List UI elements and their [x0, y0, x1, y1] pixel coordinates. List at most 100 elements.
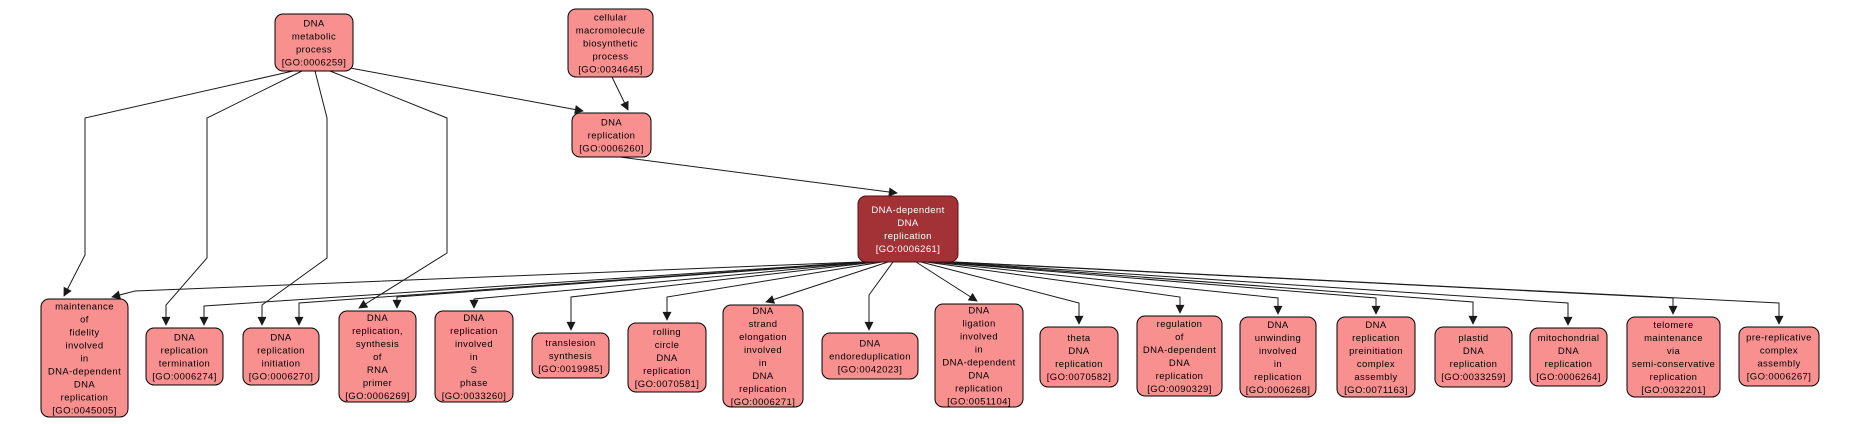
- node-label-line: theta: [1067, 333, 1090, 344]
- node-label-line: [GO:0032201]: [1641, 385, 1705, 396]
- edge-dna-dependent-dna-replication--dna-replication-termination: [199, 261, 864, 326]
- node-label-line: DNA: [656, 353, 678, 364]
- node-box: [1239, 316, 1317, 398]
- node-label-line: replication: [1650, 372, 1698, 383]
- node-label-line: replication: [739, 384, 787, 395]
- node-label-line: DNA-dependent: [942, 358, 1015, 369]
- node-maintenance-of-fidelity[interactable]: maintenanceoffidelityinvolvedinDNA-depen…: [40, 298, 129, 418]
- node-label-line: replication: [1545, 359, 1593, 370]
- node-box: [338, 310, 417, 403]
- node-label-line: DNA: [1365, 320, 1387, 331]
- node-dna-ligation[interactable]: DNAligationinvolvedinDNA-dependentDNArep…: [934, 303, 1024, 408]
- node-label-line: involved: [960, 332, 998, 343]
- node-label-line: replication: [955, 384, 1003, 395]
- node-label-line: biosynthetic: [583, 39, 638, 50]
- node-label-line: [GO:0071163]: [1344, 385, 1408, 396]
- node-label-line: replication: [588, 131, 636, 142]
- node-label-line: DNA-dependent: [48, 367, 121, 378]
- node-dna-unwinding[interactable]: DNAunwindinginvolvedinreplication[GO:000…: [1239, 316, 1317, 398]
- edge-dna-dependent-dna-replication--dna-replication-s-phase: [469, 261, 874, 309]
- edge-dna-metabolic-process--dna-replication: [349, 67, 584, 114]
- node-synthesis-of-rna-primer[interactable]: DNAreplication,synthesisofRNAprimer[GO:0…: [338, 310, 417, 403]
- node-label-line: [GO:0006264]: [1536, 372, 1600, 383]
- edge-dna-dependent-dna-replication--dna-replication-initiation: [294, 261, 867, 326]
- node-telomere-maintenance[interactable]: telomeremaintenanceviasemi-conservativer…: [1626, 316, 1721, 398]
- node-label-line: initiation: [262, 359, 301, 370]
- node-label-line: complex: [1760, 346, 1798, 357]
- node-label-line: [GO:0033260]: [442, 391, 506, 402]
- node-box: [531, 332, 610, 379]
- node-label-line: involved: [1259, 346, 1297, 357]
- edge-cellular-macromolecule-biosynthetic-process--dna-replication: [611, 76, 629, 111]
- node-label-line: primer: [363, 378, 392, 389]
- node-label-line: DNA: [463, 313, 485, 324]
- node-box: [627, 322, 707, 393]
- node-dna-replication-s-phase[interactable]: DNAreplicationinvolvedinSphase[GO:003326…: [434, 310, 514, 403]
- node-label-line: RNA: [367, 365, 389, 376]
- node-label-line: cellular: [594, 13, 627, 24]
- node-label-line: replication: [61, 393, 109, 404]
- edge-dna-metabolic-process--maintenance-of-fidelity: [63, 70, 294, 297]
- edge-dna-dependent-dna-replication--plastid-dna-replication: [940, 261, 1478, 325]
- node-label-line: DNA-dependent: [871, 205, 944, 216]
- node-label-line: strand: [749, 319, 778, 330]
- node-box: [934, 303, 1024, 408]
- node-regulation-of-dna-dependent-dna-replication[interactable]: regulationofDNA-dependentDNAreplication[…: [1136, 315, 1223, 397]
- node-label-line: [GO:0006260]: [579, 144, 643, 155]
- node-label-line: DNA: [968, 371, 990, 382]
- node-label-line: in: [1274, 359, 1282, 370]
- node-label-line: [GO:0033259]: [1441, 372, 1505, 383]
- node-label-line: maintenance: [55, 302, 114, 313]
- node-label-line: preinitiation: [1349, 346, 1403, 357]
- node-label-line: DNA: [1558, 346, 1580, 357]
- node-label-line: translesion: [545, 338, 595, 349]
- node-label-line: replication: [1156, 371, 1204, 382]
- node-pre-replicative-complex-assembly[interactable]: pre-replicativecomplexassembly[GO:000626…: [1738, 326, 1820, 387]
- edge-dna-dependent-dna-replication--maintenance-of-fidelity: [111, 261, 861, 300]
- node-box: [40, 298, 129, 418]
- edge-dna-dependent-dna-replication--pre-replicative-complex-assembly: [954, 261, 1784, 325]
- edge-dna-dependent-dna-replication--mitochondrial-dna-replication: [945, 261, 1573, 326]
- node-label-line: DNA: [601, 118, 623, 129]
- node-label-line: replication,: [352, 326, 403, 337]
- node-label-line: synthesis: [549, 351, 592, 362]
- node-box: [571, 112, 652, 158]
- node-label-line: [GO:0006261]: [876, 244, 940, 255]
- node-label-line: of: [373, 352, 382, 363]
- node-label-line: [GO:0051104]: [947, 397, 1011, 408]
- node-label-line: DNA: [1463, 346, 1485, 357]
- node-box: [1136, 315, 1223, 397]
- node-box: [857, 195, 959, 263]
- edge-dna-dependent-dna-replication--translesion-synthesis: [566, 261, 878, 331]
- node-label-line: metabolic: [292, 32, 336, 43]
- node-label-line: replication: [643, 366, 691, 377]
- node-dna-replication[interactable]: DNA replication [GO:0006260]: [571, 112, 652, 158]
- node-label-line: [GO:0006271]: [731, 397, 795, 408]
- node-label-line: [GO:0090329]: [1147, 384, 1211, 395]
- edge-dna-dependent-dna-replication--regulation-of-dna-dependent-dna-replication: [925, 261, 1185, 314]
- node-label-line: involved: [65, 341, 103, 352]
- node-preinitiation-complex-assembly[interactable]: DNAreplicationpreinitiationcomplexassemb…: [1336, 316, 1416, 398]
- node-label-line: involved: [455, 339, 493, 350]
- edge-dna-metabolic-process--synthesis-of-rna-primer: [329, 70, 448, 309]
- node-box: [274, 13, 354, 72]
- node-label-line: [GO:0042023]: [838, 365, 902, 376]
- node-dna-strand-elongation[interactable]: DNAstrandelongationinvolvedinDNAreplicat…: [722, 304, 804, 408]
- node-label-line: in: [975, 345, 983, 356]
- node-label-line: [GO:0070582]: [1047, 372, 1111, 383]
- node-label-line: replication: [1352, 333, 1400, 344]
- node-label-line: in: [470, 352, 478, 363]
- node-label-line: [GO:0070581]: [635, 379, 699, 390]
- node-cellular-macromolecule-biosynthetic-process[interactable]: cellularmacromoleculebiosyntheticprocess…: [567, 8, 654, 78]
- node-label-line: DNA: [303, 19, 325, 30]
